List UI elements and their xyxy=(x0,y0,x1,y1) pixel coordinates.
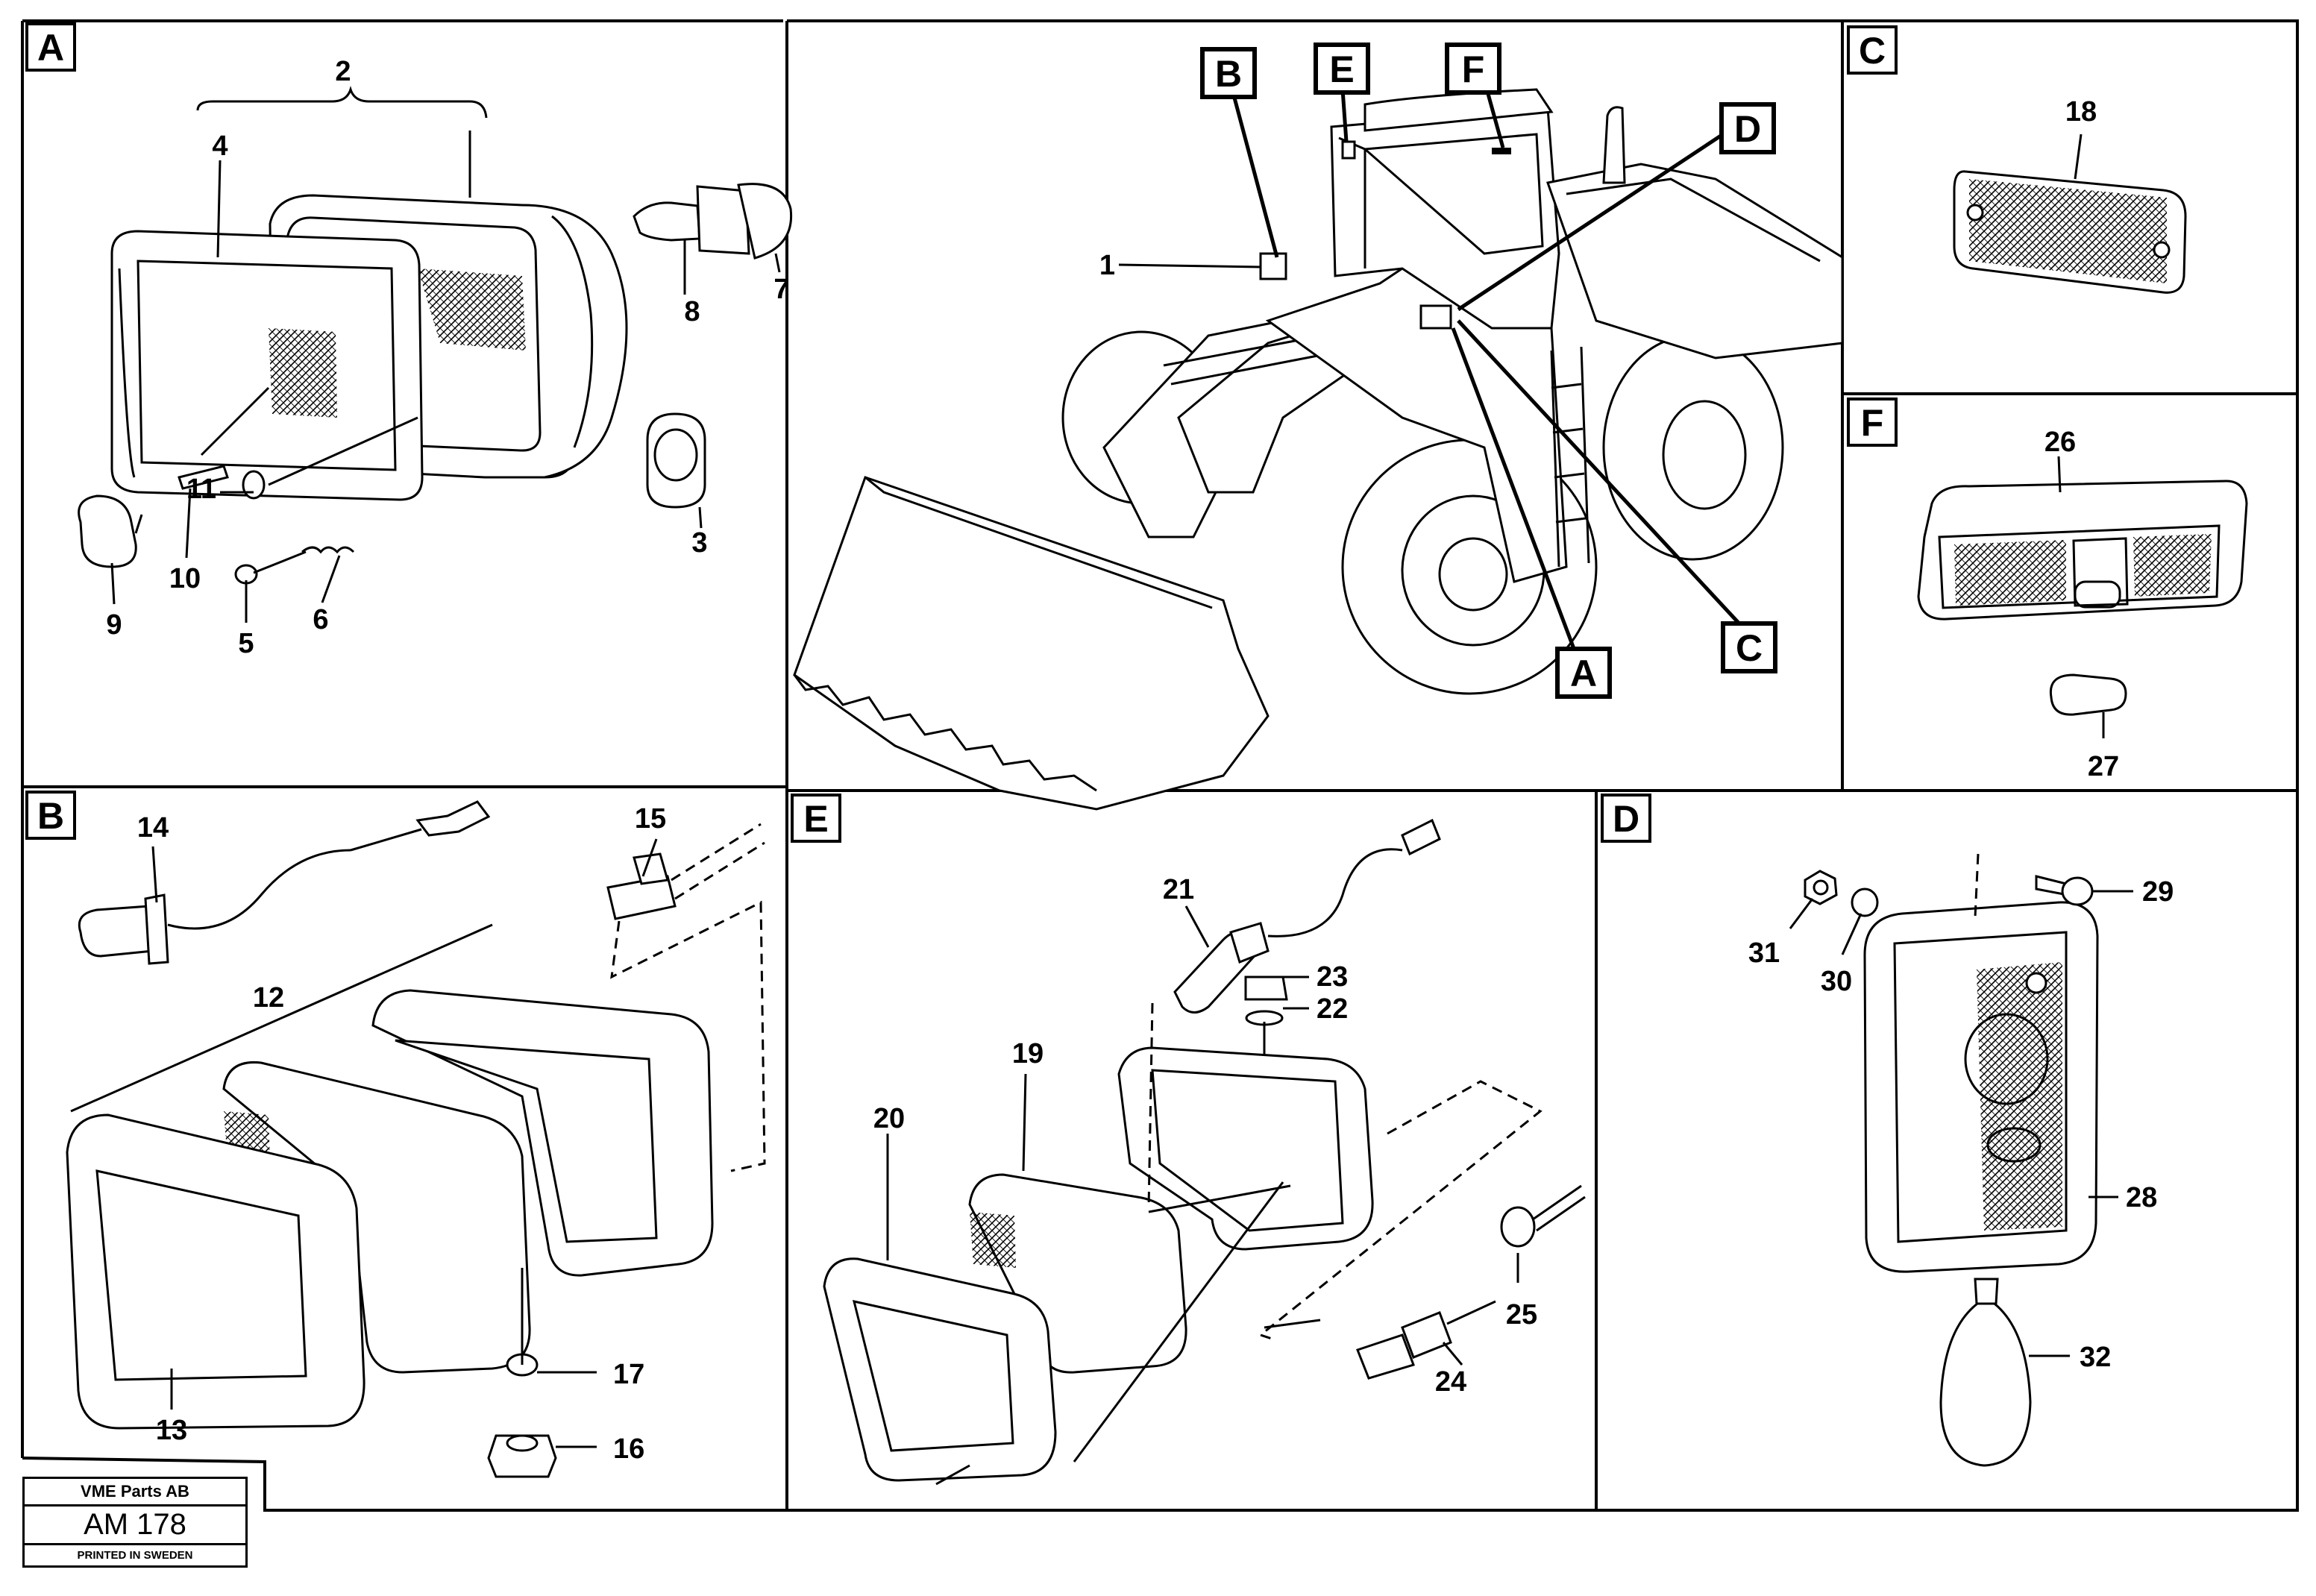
label-part-26: 26 xyxy=(2044,427,2076,458)
svg-text:A: A xyxy=(37,27,64,69)
label-part-29: 29 xyxy=(2142,876,2174,908)
label-part-28: 28 xyxy=(2126,1182,2157,1213)
section-label-d: D xyxy=(1601,794,1651,843)
label-part-25: 25 xyxy=(1506,1299,1537,1330)
label-part-30: 30 xyxy=(1821,966,1852,997)
stamp-printed: PRINTED IN SWEDEN xyxy=(77,1549,193,1562)
svg-text:E: E xyxy=(1329,48,1354,90)
wheel-loader-overview xyxy=(793,85,1844,811)
label-part-15: 15 xyxy=(635,803,666,835)
callout-c: C xyxy=(1721,621,1777,673)
label-part-22: 22 xyxy=(1317,993,1348,1025)
callout-b: B xyxy=(1200,47,1257,99)
label-part-31: 31 xyxy=(1748,937,1780,969)
svg-text:C: C xyxy=(1859,30,1886,72)
label-part-3: 3 xyxy=(691,527,707,559)
svg-text:C: C xyxy=(1736,627,1763,669)
section-label-f: F xyxy=(1847,398,1898,447)
callout-a: A xyxy=(1555,647,1612,699)
callout-e: E xyxy=(1314,43,1370,95)
label-part-11: 11 xyxy=(186,474,216,505)
section-label-a: A xyxy=(25,22,76,72)
svg-text:F: F xyxy=(1462,48,1485,90)
label-part-1: 1 xyxy=(1099,250,1115,281)
label-part-18: 18 xyxy=(2065,96,2097,128)
label-part-16: 16 xyxy=(613,1433,644,1465)
label-part-19: 19 xyxy=(1012,1038,1044,1069)
panel-a-headlamp xyxy=(78,85,793,623)
svg-text:B: B xyxy=(37,795,64,837)
stamp-code: AM 178 xyxy=(25,1507,245,1545)
panel-d-marker-lamp xyxy=(1789,853,2133,1467)
svg-text:D: D xyxy=(1734,108,1761,150)
label-part-14: 14 xyxy=(137,812,169,843)
label-part-27: 27 xyxy=(2088,751,2119,782)
label-part-21: 21 xyxy=(1163,874,1194,905)
svg-text:D: D xyxy=(1613,798,1639,840)
label-part-32: 32 xyxy=(2080,1342,2111,1373)
stamp-company: VME Parts AB xyxy=(25,1479,245,1507)
label-part-12: 12 xyxy=(253,982,284,1014)
panel-c-reflector xyxy=(1953,133,2187,294)
label-part-20: 20 xyxy=(873,1103,905,1134)
section-label-e: E xyxy=(791,794,841,843)
callout-d: D xyxy=(1719,102,1776,154)
label-part-4: 4 xyxy=(212,131,227,162)
panel-b-worklight xyxy=(66,800,766,1478)
label-part-7: 7 xyxy=(773,274,789,305)
label-part-5: 5 xyxy=(238,628,254,659)
label-part-23: 23 xyxy=(1317,961,1348,993)
label-part-10: 10 xyxy=(169,563,201,594)
svg-text:E: E xyxy=(803,798,828,840)
section-label-b: B xyxy=(25,791,76,840)
svg-text:A: A xyxy=(1570,653,1597,694)
callout-f: F xyxy=(1445,43,1501,95)
label-part-8: 8 xyxy=(684,296,700,327)
panel-e-cab-worklight xyxy=(823,818,1586,1486)
parts-catalog-stamp: VME Parts AB AM 178 PRINTED IN SWEDEN xyxy=(22,1477,248,1568)
label-part-9: 9 xyxy=(106,609,122,641)
part-number-labels: 1 2 3 4 5 6 7 8 9 10 11 12 13 14 15 16 1… xyxy=(106,56,2174,1465)
svg-text:B: B xyxy=(1215,53,1242,95)
label-part-17: 17 xyxy=(613,1359,644,1390)
svg-text:F: F xyxy=(1861,402,1884,444)
label-part-2: 2 xyxy=(335,56,351,87)
label-part-24: 24 xyxy=(1435,1366,1466,1398)
section-label-c: C xyxy=(1847,25,1898,75)
label-part-13: 13 xyxy=(156,1415,187,1446)
panel-f-interior-lamp xyxy=(1917,456,2248,738)
label-part-6: 6 xyxy=(313,604,328,635)
